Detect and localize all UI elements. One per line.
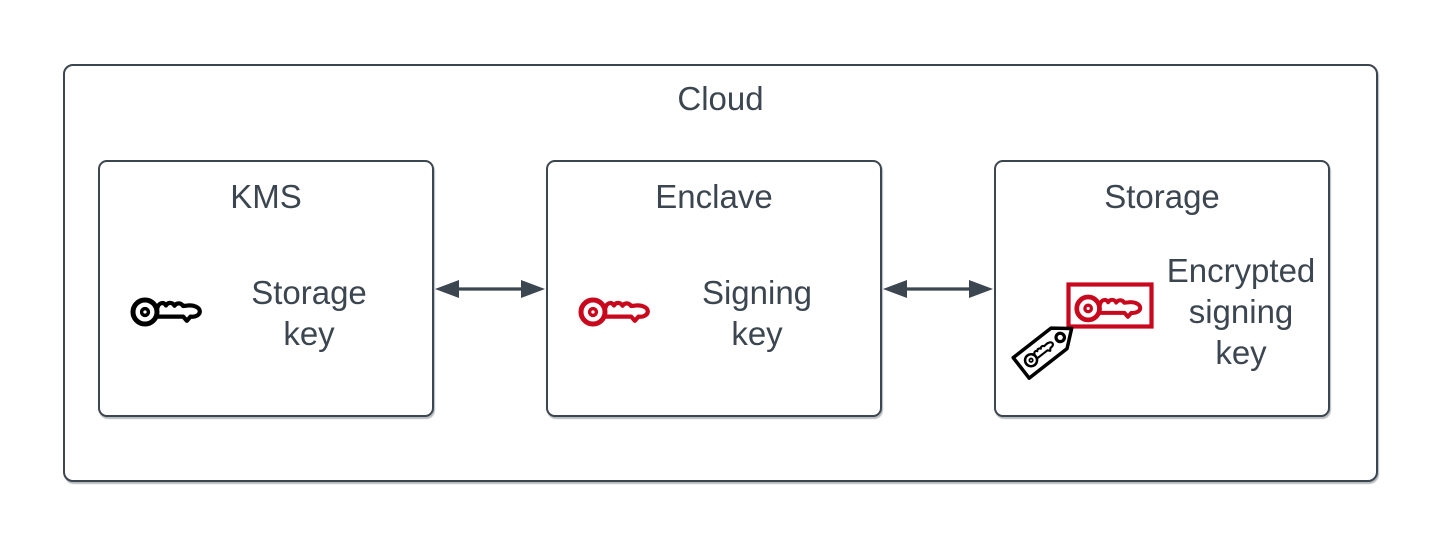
bidirectional-arrow-kms-enclave — [435, 280, 545, 298]
node-storage: Storage Encrypted signing key — [994, 160, 1330, 417]
node-kms-title: KMS — [230, 178, 302, 215]
label-line: Storage — [251, 274, 367, 311]
node-storage-label: Encrypted signing key — [1158, 250, 1324, 373]
boxed-key-icon — [1066, 282, 1154, 329]
node-enclave-label: Signing key — [652, 272, 862, 354]
label-line: signing — [1188, 293, 1294, 330]
key-tag-icon — [1011, 326, 1074, 380]
key-icon — [576, 281, 656, 333]
cloud-container: Cloud KMS Storage key Enclave Sig — [63, 64, 1378, 482]
key-icon — [128, 281, 208, 333]
node-kms: KMS Storage key — [98, 160, 434, 417]
encrypted-signing-key-icon — [1010, 282, 1156, 382]
bidirectional-arrow-enclave-storage — [883, 280, 993, 298]
label-line: Signing — [701, 274, 813, 311]
label-line: Encrypted — [1166, 252, 1316, 289]
node-kms-label: Storage key — [204, 272, 414, 354]
label-line: key — [1215, 334, 1267, 371]
node-enclave-title: Enclave — [655, 178, 773, 215]
label-line: key — [283, 315, 335, 352]
label-line: key — [731, 315, 783, 352]
cloud-title: Cloud — [677, 80, 764, 117]
node-storage-title: Storage — [1104, 178, 1220, 215]
node-enclave: Enclave Signing key — [546, 160, 882, 417]
